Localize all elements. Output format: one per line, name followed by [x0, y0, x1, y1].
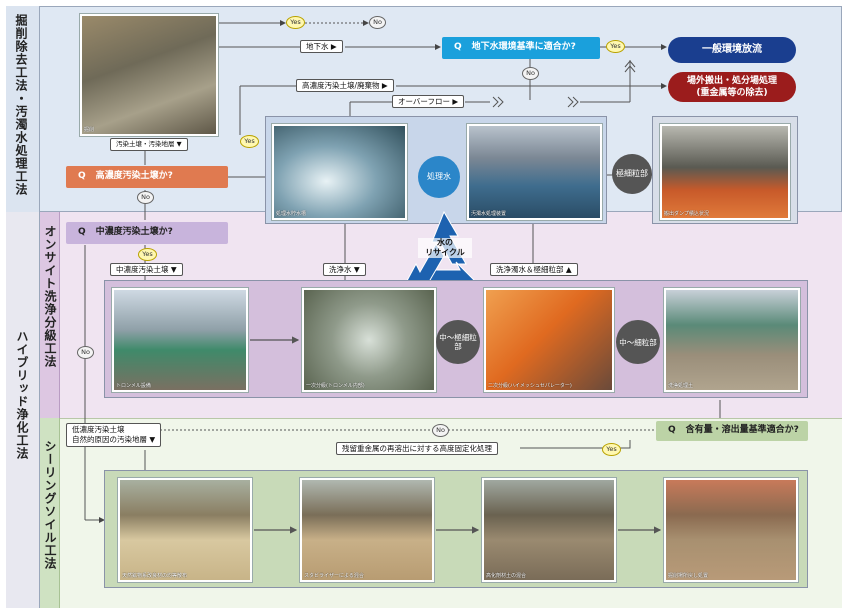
section-title-hybrid: ハイブリッド浄化工法	[15, 330, 29, 460]
section-title-excavation: 掘削除去工法・汚濁水処理工法	[14, 14, 28, 196]
label-wash-water: 洗浄水 ▼	[323, 263, 366, 276]
outcome-discharge: 一般環境放流	[668, 37, 796, 63]
branch-yes-1: Yes	[286, 16, 305, 29]
branch-yes-4: Yes	[138, 248, 157, 261]
photo-seal-3: 高化剤材土の混合	[482, 478, 616, 582]
photo-washed: 洗浄処理土	[664, 288, 800, 392]
circle-treated-water: 処理水	[418, 156, 460, 198]
photo-water-plant: 汚濁水処理装置	[467, 124, 602, 220]
branch-yes-3: Yes	[240, 135, 259, 148]
photo-dump: 搬出ダンプ積込状況	[660, 124, 790, 220]
circle-mid-fine: 中〜極細粒部	[436, 320, 480, 364]
photo-trommel: トロンメル設備	[112, 288, 248, 392]
left-col-top	[6, 6, 40, 212]
photo-trommel-inner: 一次分級(トロンメル内部)	[302, 288, 436, 392]
section-title-sealing: シーリングソイル工法	[43, 440, 57, 570]
branch-yes-2: Yes	[606, 40, 625, 53]
photo-tank: 処理水貯水槽	[272, 124, 407, 220]
photo-seal-2: スタビライザーによる混合	[300, 478, 434, 582]
branch-no-4: No	[77, 346, 94, 359]
label-high-soil: 高濃度汚染土壌/廃棄物 ▶	[296, 79, 394, 92]
photo-seal-4: 掘削場所戻し処置	[664, 478, 798, 582]
left-col-onsite	[40, 212, 60, 418]
photo-excavation: 掘削	[80, 14, 218, 136]
left-col-sealing	[40, 418, 60, 608]
outcome-offsite: 場外搬出・処分場処理(重金属等の除去)	[668, 72, 796, 102]
label-wash-muddy: 洗浄濁水＆極細粒部 ▲	[490, 263, 578, 276]
photo-spiral: 二次分級(ハイメッシュセパレーター)	[484, 288, 614, 392]
circle-mid-fine-2: 中〜細粒部	[616, 320, 660, 364]
circle-ultrafine: 極細粒部	[612, 154, 652, 194]
label-mid-soil: 中濃度汚染土壌 ▼	[110, 263, 183, 276]
branch-no-2: No	[522, 67, 539, 80]
label-overflow: オーバーフロー ▶	[392, 95, 465, 108]
label-low-soil: 低濃度汚染土壌自然的原因の汚染地層 ▼	[66, 423, 162, 447]
section-title-onsite: オンサイト洗浄分級工法	[43, 225, 57, 368]
label-contam-soil: 汚染土壌・汚染地層 ▼	[110, 138, 188, 151]
recycle-label: 水のリサイクル	[418, 238, 472, 258]
label-groundwater: 地下水 ▶	[300, 40, 343, 53]
left-col-hybrid	[6, 212, 40, 608]
photo-seal-1: 天然鉱物系改良材の均等散布	[118, 478, 252, 582]
label-residual: 残留重金属の再溶出に対する高度固定化処理	[336, 442, 498, 455]
branch-no-1: No	[369, 16, 386, 29]
branch-no-5: No	[432, 424, 449, 437]
branch-no-3: No	[137, 191, 154, 204]
branch-yes-5: Yes	[602, 443, 621, 456]
